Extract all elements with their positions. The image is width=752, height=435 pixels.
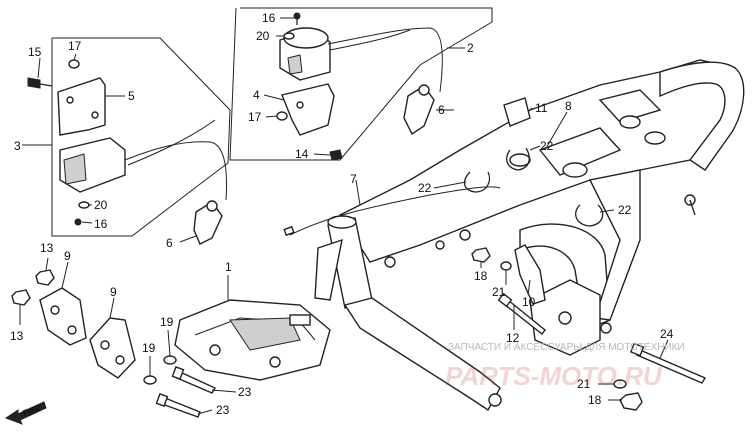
watermark-logo: PARTS-MOTO.RU xyxy=(445,361,663,391)
right-bracket xyxy=(89,317,136,379)
callout-4: 4 xyxy=(253,88,260,102)
callout-2: 2 xyxy=(467,41,474,55)
callout-7: 7 xyxy=(350,172,357,186)
bracket-10 xyxy=(514,244,546,305)
coil-bracket-5 xyxy=(57,77,106,136)
callout-10: 10 xyxy=(522,295,536,309)
bolt-24 xyxy=(629,342,707,384)
spark-plug-cap-6-left xyxy=(193,200,223,245)
callout-numbers: 15 17 5 3 20 16 6 16 20 2 4 17 6 14 11 8… xyxy=(10,11,674,417)
leader-lines xyxy=(19,17,669,415)
callout-18-upper: 18 xyxy=(474,269,488,283)
main-frame xyxy=(314,59,745,412)
callout-16-left: 16 xyxy=(94,217,108,231)
callout-21-upper: 21 xyxy=(492,285,506,299)
grommet-17-top xyxy=(276,111,288,121)
callout-6-left: 6 xyxy=(166,236,173,250)
grommet-17-left xyxy=(68,59,80,69)
callout-13-upper: 13 xyxy=(40,241,54,255)
nut-18-lower xyxy=(619,392,643,411)
callout-22-mid: 22 xyxy=(418,181,432,195)
callout-20-left: 20 xyxy=(94,198,108,212)
bolt-23-b xyxy=(155,393,201,418)
washer-20-top xyxy=(283,32,295,40)
watermark: ЗАПЧАСТИ И АКСЕССУАРЫ ДЛЯ МОТОТЕХНИКИ PA… xyxy=(445,342,685,391)
bolt-23-a xyxy=(171,366,217,394)
fwd-arrow: FWD xyxy=(4,401,47,425)
clamp-22-b xyxy=(506,147,530,171)
wire-harness-7 xyxy=(283,186,501,237)
callout-14: 14 xyxy=(295,147,309,161)
clamp-22-c xyxy=(575,204,604,227)
callout-15: 15 xyxy=(28,45,42,59)
callout-17-top: 17 xyxy=(248,110,262,124)
callout-9-left: 9 xyxy=(64,249,71,263)
callout-12: 12 xyxy=(506,331,520,345)
washer-19-b xyxy=(143,375,157,385)
callout-23-a: 23 xyxy=(238,385,252,399)
callout-22-right: 22 xyxy=(618,203,632,217)
callout-22-top: 22 xyxy=(540,139,554,153)
callout-16-top: 16 xyxy=(262,11,276,25)
callout-1: 1 xyxy=(225,260,232,274)
ignition-coil-left xyxy=(59,119,228,201)
washer-20-left xyxy=(78,201,90,209)
callout-17-left: 17 xyxy=(68,39,82,53)
ignition-coil-callout-box-2 xyxy=(229,7,493,161)
callout-11: 11 xyxy=(535,101,548,115)
callout-13-lower: 13 xyxy=(10,329,24,343)
callout-3: 3 xyxy=(14,139,21,153)
skid-plate xyxy=(174,299,331,381)
callout-5: 5 xyxy=(128,89,135,103)
screw-16-top xyxy=(293,12,301,25)
callout-8: 8 xyxy=(565,99,572,113)
watermark-text: ЗАПЧАСТИ И АКСЕССУАРЫ ДЛЯ МОТОТЕХНИКИ xyxy=(448,342,685,353)
bolt-15 xyxy=(27,77,53,89)
callout-24: 24 xyxy=(660,327,674,341)
callout-21-lower: 21 xyxy=(577,377,591,391)
nut-13-lower xyxy=(11,289,31,306)
bolt-14 xyxy=(329,149,343,161)
left-bracket xyxy=(39,287,87,346)
callout-6-top: 6 xyxy=(438,103,445,117)
nut-18-upper xyxy=(471,247,491,263)
callout-20-top: 20 xyxy=(256,29,270,43)
spark-plug-cap-6-top xyxy=(403,84,435,136)
washer-19-a xyxy=(163,355,177,365)
washer-21-upper xyxy=(500,261,512,271)
coil-bracket-4 xyxy=(281,83,335,136)
ignition-coil-top xyxy=(279,27,443,93)
callout-18-lower: 18 xyxy=(588,393,602,407)
clamp-22-a xyxy=(463,171,491,193)
callout-9-right: 9 xyxy=(110,285,117,299)
ignition-coil-callout-box xyxy=(51,37,231,237)
fwd-label: FWD xyxy=(21,403,41,418)
nut-13-upper xyxy=(35,269,55,286)
decal-11 xyxy=(503,97,531,127)
callout-19-a: 19 xyxy=(160,315,174,329)
callout-23-b: 23 xyxy=(216,403,230,417)
callout-19-b: 19 xyxy=(142,341,156,355)
screw-16-left xyxy=(74,218,82,226)
